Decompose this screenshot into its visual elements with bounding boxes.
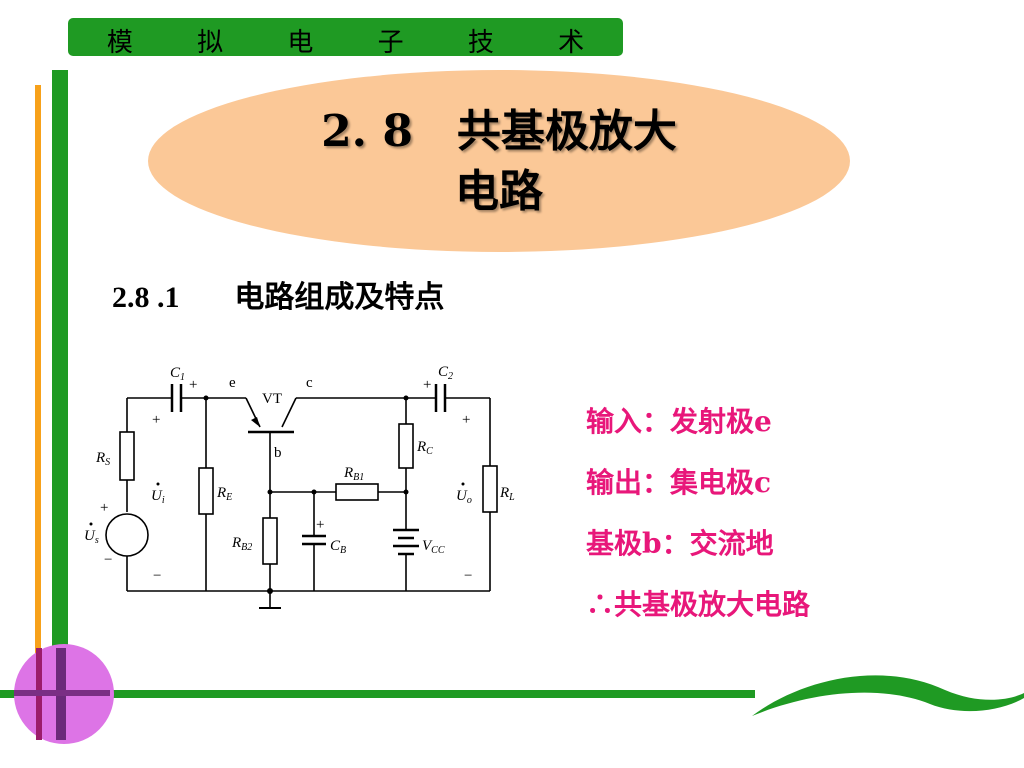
resistor-rl: [482, 465, 498, 513]
slide-title: 2. 8 共基极放大 电路: [148, 102, 850, 222]
label-rl: RL: [499, 485, 515, 503]
resistor-re: [198, 467, 214, 515]
section-number: 2.8 .1: [112, 281, 180, 314]
junction-dot: [267, 588, 273, 594]
transistor-collector: [281, 397, 297, 428]
emitter-arrow-icon: [251, 417, 260, 427]
label-uo-plus: +: [462, 412, 470, 428]
label-us-plus: +: [100, 500, 108, 516]
junction-dot: [403, 489, 409, 495]
note-input: 输入：发射极e: [586, 405, 772, 438]
label-c1: C1: [170, 365, 185, 383]
label-us-minus: −: [104, 552, 112, 568]
label-cb-plus: +: [316, 517, 324, 533]
ornament-horizontal-stripe: [14, 690, 110, 696]
label-cb: CB: [330, 538, 346, 556]
label-c1-plus: +: [189, 377, 197, 393]
title-line-1: 2. 8 共基极放大: [321, 106, 677, 157]
resistor-rs: [119, 431, 135, 481]
green-leaf-ornament: [752, 675, 1024, 716]
green-horizontal-bar: [0, 690, 755, 698]
label-b: b: [274, 445, 282, 461]
label-ui-plus: +: [152, 412, 160, 428]
green-vertical-bar: [52, 70, 68, 700]
label-c2: C2: [438, 364, 453, 382]
junction-dot: [403, 395, 409, 401]
resistor-rb2: [262, 517, 278, 565]
header-title: 模 拟 电 子 技 术: [106, 28, 613, 58]
junction-dot: [267, 489, 273, 495]
resistor-rb1: [335, 483, 379, 501]
title-ellipse: [148, 70, 850, 252]
label-vt: VT: [262, 391, 282, 407]
label-ui: Ui: [151, 488, 165, 506]
header-bar: 模 拟 电 子 技 术: [68, 18, 623, 58]
label-rs: RS: [95, 450, 110, 468]
note-conclusion: ∴共基极放大电路: [586, 588, 811, 621]
label-vcc: VCC: [422, 538, 445, 556]
junction-dot: [203, 395, 209, 401]
label-uo-minus: −: [464, 568, 472, 584]
notes-list: 输入：发射极e 输出：集电极c 基极b：交流地 ∴共基极放大电路: [586, 400, 810, 644]
label-e: e: [229, 375, 236, 391]
dot-accent: [89, 522, 93, 526]
label-uo: Uo: [456, 488, 472, 506]
label-rc: RC: [416, 439, 433, 457]
section-text: 电路组成及特点: [234, 280, 445, 315]
label-rb2: RB2: [231, 535, 252, 553]
note-output: 输出：集电极c: [586, 466, 772, 499]
section-heading: 2.8 .1 电路组成及特点: [112, 272, 444, 316]
label-rb1: RB1: [343, 465, 364, 483]
label-c2-plus: +: [423, 377, 431, 393]
label-c: c: [306, 375, 313, 391]
dot-accent: [461, 482, 465, 486]
note-base: 基极b：交流地: [586, 527, 774, 560]
title-line-2: 电路: [455, 166, 543, 217]
label-us: Us: [84, 528, 99, 546]
orange-vertical-line: [35, 85, 41, 695]
dot-accent: [156, 482, 160, 486]
label-re: RE: [216, 485, 232, 503]
junction-dot: [311, 489, 317, 495]
label-ui-minus: −: [153, 568, 161, 584]
resistor-rc: [398, 423, 414, 469]
voltage-source-us: [105, 513, 149, 557]
